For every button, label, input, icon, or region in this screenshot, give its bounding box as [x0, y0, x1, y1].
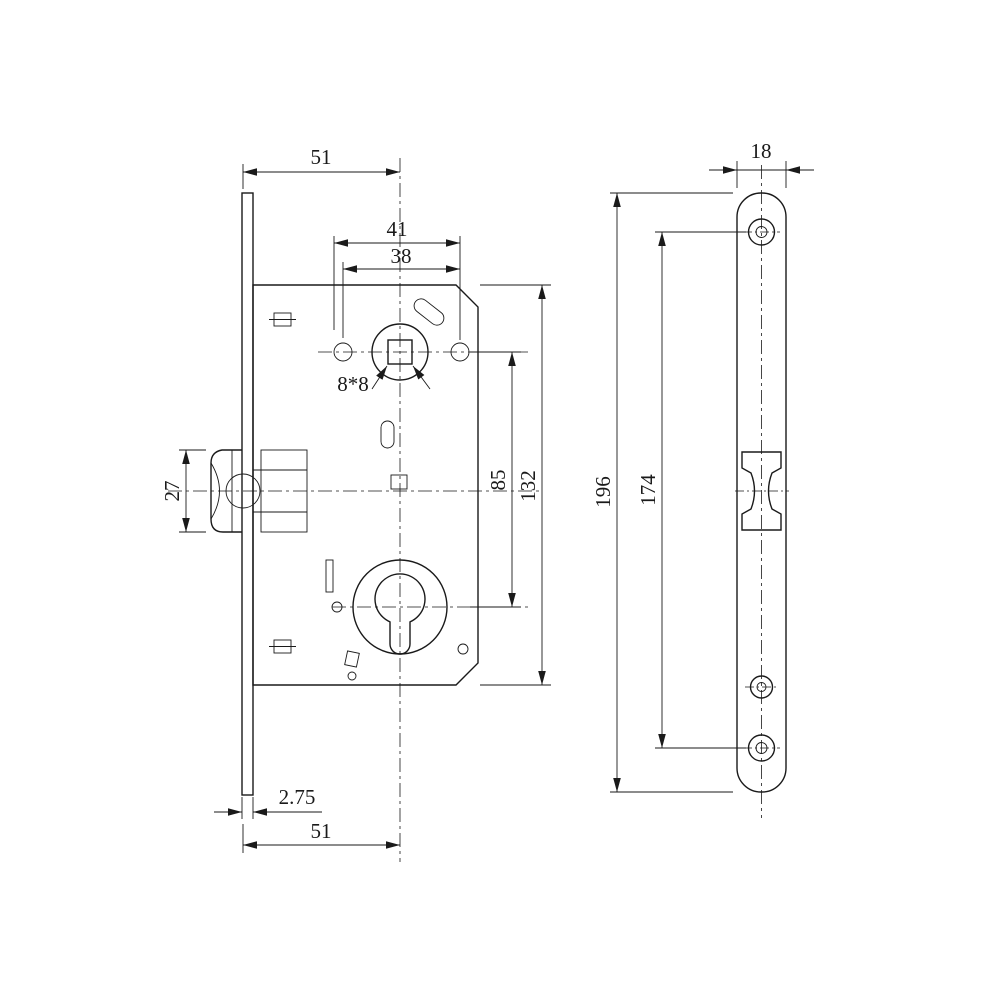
mounting-tab-bottom — [269, 639, 296, 654]
latch-bolt — [210, 449, 308, 533]
narrow-slot — [325, 559, 334, 593]
dim-body-height: 132 — [516, 470, 540, 502]
dim-latch-height: 27 — [160, 481, 184, 502]
fixing-hole-right — [450, 342, 470, 362]
spindle-hub-circle — [371, 323, 429, 381]
dim-backset-bottom: 51 — [311, 819, 332, 843]
tiny-hole-bottom — [347, 671, 357, 681]
small-catch — [344, 650, 360, 668]
mounting-tab-top — [269, 312, 296, 327]
lock-body-side-view — [168, 158, 540, 862]
lock-case-outline — [252, 284, 479, 686]
leader-spindle-left — [371, 365, 388, 390]
screw-hole-middle — [745, 675, 778, 699]
dim-spindle-square: 8*8 — [337, 372, 369, 396]
small-hole-left-of-cylinder — [331, 601, 343, 613]
dim-faceplate-width: 18 — [751, 139, 772, 163]
fixing-hole-left — [333, 342, 353, 362]
small-hole-bottom-right — [457, 643, 469, 655]
dim-hole-span-inner: 38 — [391, 244, 412, 268]
screw-hole-top — [743, 218, 780, 246]
dim-backset-top: 51 — [311, 145, 332, 169]
spindle-square-hole — [387, 339, 413, 365]
faceplate-front-view — [735, 165, 789, 818]
dim-screw-distance: 174 — [636, 474, 660, 506]
dim-hole-span-outer: 41 — [387, 217, 408, 241]
faceplate-outline — [736, 192, 787, 793]
dim-center-distance: 85 — [486, 470, 510, 491]
dim-faceplate-length: 196 — [591, 476, 615, 508]
small-slot — [380, 420, 395, 449]
dim-faceplate-thickness: 2.75 — [279, 785, 316, 809]
right-view-dimensions: 18 196 174 — [591, 139, 814, 793]
euro-cylinder-profile — [374, 573, 426, 655]
faceplate-edge — [241, 192, 254, 796]
screw-hole-bottom — [743, 734, 780, 762]
left-view-dimensions: 51 41 38 8*8 27 85 132 2.75 — [160, 145, 551, 853]
square-window — [390, 474, 408, 490]
faceplate-cutout — [741, 451, 782, 531]
angled-slot — [413, 298, 445, 326]
leader-spindle-right — [412, 365, 431, 390]
